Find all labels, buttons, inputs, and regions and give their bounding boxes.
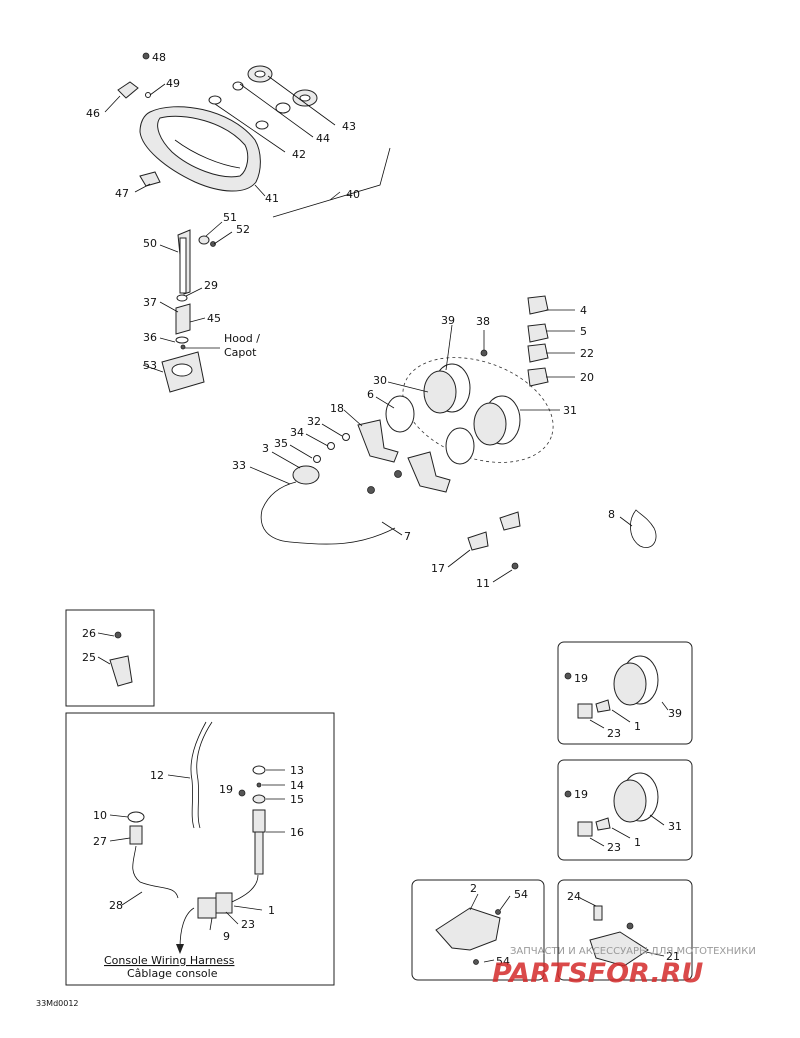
callout-39-inset: 39 [668, 707, 682, 720]
callout-19-gauge31: 19 [574, 788, 588, 801]
callout-23-gauge31: 23 [607, 841, 621, 854]
harness-parts [127, 721, 266, 954]
inset-gauge-39-parts: 19 39 1 23 [564, 655, 682, 740]
callout-16: 16 [290, 826, 304, 839]
callout-32: 32 [307, 415, 321, 428]
headlight-callouts: 48 49 46 44 43 42 47 41 40 [86, 51, 360, 205]
callout-45: 45 [207, 312, 221, 325]
inset-bracket-21-parts: 24 21 [567, 890, 680, 967]
inset-frame-bracket-21 [557, 879, 693, 981]
callout-42: 42 [292, 148, 306, 161]
callout-22: 22 [580, 347, 594, 360]
callout-13: 13 [290, 764, 304, 777]
callout-25: 25 [82, 651, 96, 664]
capot-label: Capot [224, 346, 257, 359]
hood-label: Hood / [224, 332, 260, 345]
inset-gauge-31-parts: 19 31 1 23 [564, 772, 682, 854]
harness-callouts: 12 13 14 19 15 10 16 27 28 1 23 9 Consol… [93, 764, 304, 980]
callout-5: 5 [580, 325, 587, 338]
headlight-assembly [117, 52, 318, 192]
headlight-leaders [104, 75, 391, 218]
callout-26: 26 [82, 627, 96, 640]
adjuster-rod-assembly [161, 229, 216, 393]
callout-53: 53 [143, 359, 157, 372]
callout-35: 35 [274, 437, 288, 450]
callout-30: 30 [373, 374, 387, 387]
callout-14: 14 [290, 779, 304, 792]
callout-37: 37 [143, 296, 157, 309]
inset-bracket-parts: 26 25 [82, 627, 133, 687]
drawing-code: 33Md0012 [36, 999, 79, 1008]
callout-15: 15 [290, 793, 304, 806]
callout-39: 39 [441, 314, 455, 327]
callout-31: 31 [563, 404, 577, 417]
callout-24: 24 [567, 890, 581, 903]
callout-54-top: 54 [514, 888, 528, 901]
callout-8: 8 [608, 508, 615, 521]
callout-49: 49 [166, 77, 180, 90]
callout-43: 43 [342, 120, 356, 133]
inset-frame-harness [65, 712, 335, 986]
callout-33: 33 [232, 459, 246, 472]
gauge-callouts: 39 38 4 5 22 20 30 6 31 18 32 34 35 3 33… [232, 304, 615, 590]
watermark-logo: PARTSFOR.RU [492, 958, 703, 989]
callout-40: 40 [346, 188, 360, 201]
callout-4: 4 [580, 304, 587, 317]
watermark: ЗАПЧАСТИ И АКСЕССУАРЫ ДЛЯ МОТОТЕХНИКИ PA… [492, 946, 756, 989]
callout-47: 47 [115, 187, 129, 200]
callout-12: 12 [150, 769, 164, 782]
callout-10: 10 [93, 809, 107, 822]
callout-6: 6 [367, 388, 374, 401]
gauge-cluster [260, 295, 657, 570]
callout-23-gauge39: 23 [607, 727, 621, 740]
callout-17: 17 [431, 562, 445, 575]
callout-1-harness: 1 [268, 904, 275, 917]
harness-title-en: Console Wiring Harness [104, 954, 235, 967]
callout-23-harness: 23 [241, 918, 255, 931]
callout-44: 44 [316, 132, 330, 145]
callout-19-gauge39: 19 [574, 672, 588, 685]
adjuster-leaders [142, 221, 233, 373]
callout-50: 50 [143, 237, 157, 250]
inset-frame-bracket [65, 609, 155, 707]
callout-36: 36 [143, 331, 157, 344]
callout-54-bottom: 54 [496, 955, 510, 968]
inset-frame-gauge-31 [557, 759, 693, 861]
callout-48: 48 [152, 51, 166, 64]
callout-9: 9 [223, 930, 230, 943]
callout-18: 18 [330, 402, 344, 415]
callout-21: 21 [666, 950, 680, 963]
watermark-text: ЗАПЧАСТИ И АКСЕССУАРЫ ДЛЯ МОТОТЕХНИКИ [510, 946, 756, 957]
callout-28: 28 [109, 899, 123, 912]
callout-52: 52 [236, 223, 250, 236]
callout-20: 20 [580, 371, 594, 384]
callout-31-inset: 31 [668, 820, 682, 833]
harness-title-fr: Câblage console [127, 967, 218, 980]
callout-19-harness: 19 [219, 783, 233, 796]
callout-11: 11 [476, 577, 490, 590]
callout-29: 29 [204, 279, 218, 292]
harness-leaders [109, 769, 285, 931]
callout-46: 46 [86, 107, 100, 120]
inset-bracket-2-parts: 2 54 54 [435, 882, 528, 968]
callout-41: 41 [265, 192, 279, 205]
callout-51: 51 [223, 211, 237, 224]
adjuster-callouts: 51 52 50 29 37 45 36 Hood / Capot 53 [143, 211, 260, 372]
callout-1-gauge31: 1 [634, 836, 641, 849]
callout-3: 3 [262, 442, 269, 455]
inset-frame-bracket-2 [411, 879, 545, 981]
callout-27: 27 [93, 835, 107, 848]
callout-34: 34 [290, 426, 304, 439]
callout-7: 7 [404, 530, 411, 543]
callout-2: 2 [470, 882, 477, 895]
callout-1-gauge39: 1 [634, 720, 641, 733]
gauge-leaders [249, 309, 633, 583]
inset-frame-gauge-39 [557, 641, 693, 745]
callout-38: 38 [476, 315, 490, 328]
